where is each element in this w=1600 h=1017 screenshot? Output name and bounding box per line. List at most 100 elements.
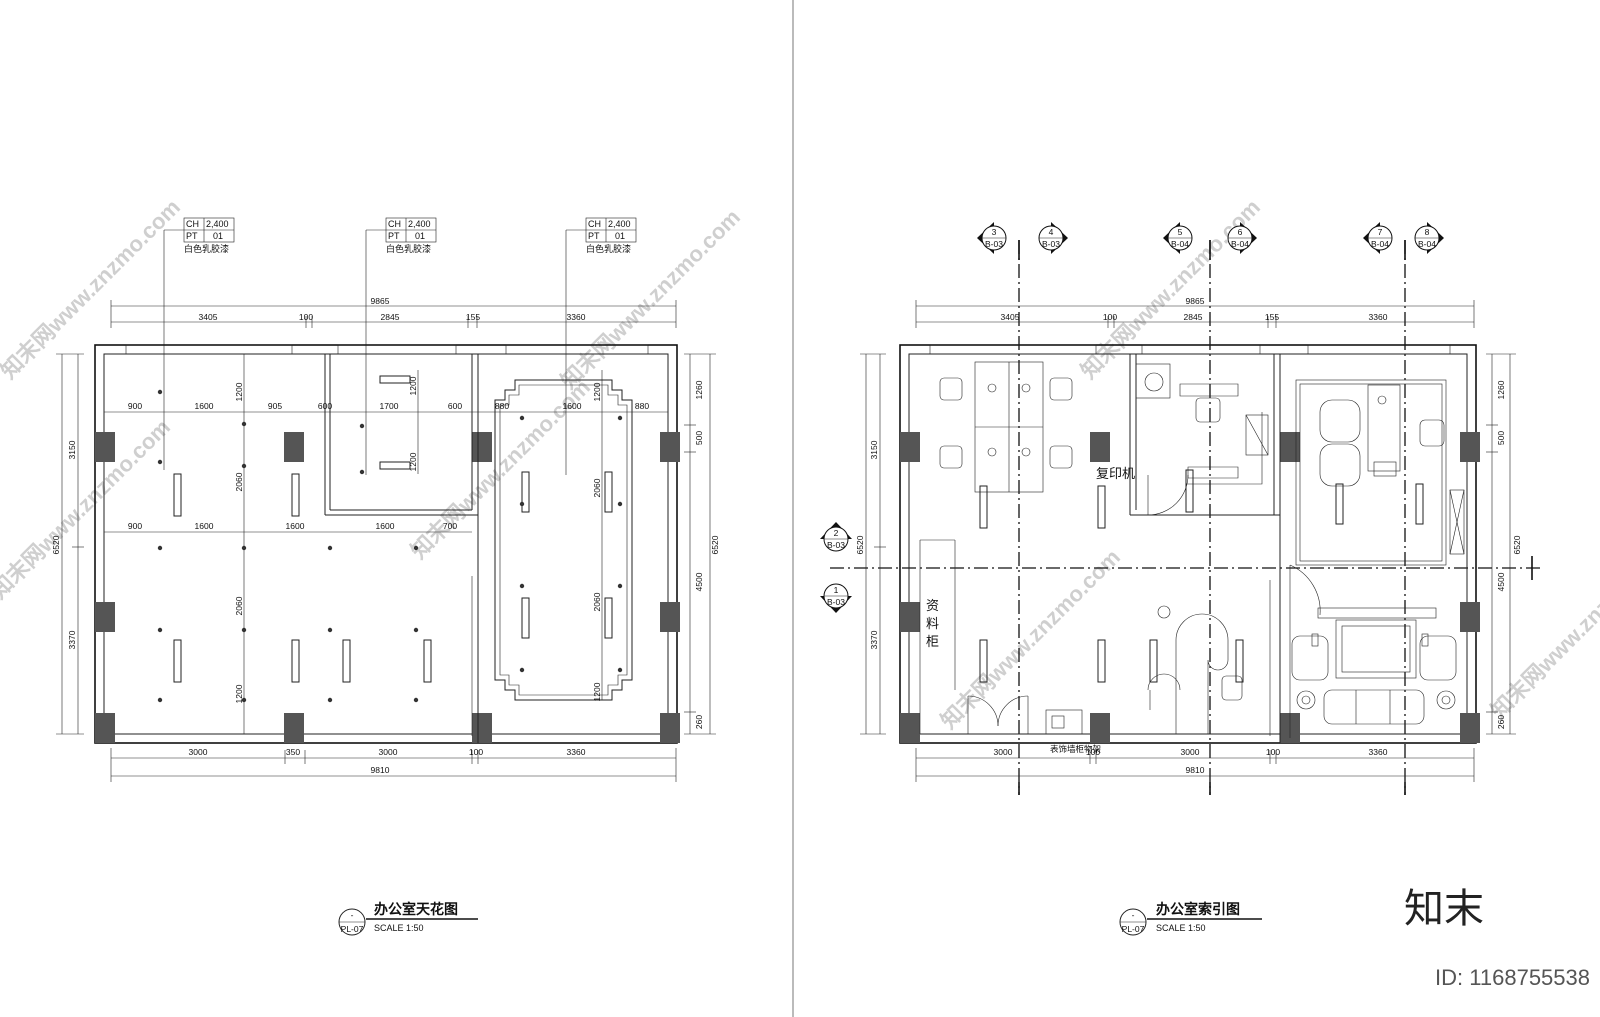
tag-ch-value: 2,400	[206, 219, 229, 229]
top-dimensions: 9865 3405 100 2845 155 3360	[915, 296, 1475, 328]
dim-top-total: 9865	[371, 296, 390, 306]
dim-right: 260	[694, 715, 704, 729]
dim-inner: 900	[128, 401, 142, 411]
cabinet-label: 料	[926, 616, 939, 631]
elevation-marker: 4 B-03	[1038, 222, 1068, 254]
marker-num: 2	[834, 528, 839, 538]
sheet-tag-bottom: PL-07	[1122, 924, 1145, 934]
dim-inner: 1600	[195, 401, 214, 411]
sofa-set	[1291, 607, 1457, 725]
dim-bottom: 3000	[994, 747, 1013, 757]
dim-right: 500	[1496, 431, 1506, 445]
drawing-title: 办公室索引图	[1156, 901, 1240, 917]
dim-inner-v: 1200	[592, 682, 602, 701]
dim-right: 260	[1496, 715, 1506, 729]
tag-finish: 白色乳胶漆	[586, 243, 631, 254]
cabinet-label: 柜	[926, 634, 939, 649]
elevation-marker: 6 B-04	[1227, 222, 1257, 254]
dim-bottom: 3000	[379, 747, 398, 757]
marker-sheet: B-03	[827, 540, 845, 550]
tag-finish: 白色乳胶漆	[184, 243, 229, 254]
bottom-dimensions: 3000 350 3000 100 3360 9810	[110, 747, 677, 782]
dim-bottom-total: 9810	[371, 765, 390, 775]
tag-pt-value: 01	[615, 231, 625, 241]
inner-dims-row2: 900 1600 1600 1600 700	[104, 521, 472, 533]
ceiling-panel	[494, 379, 633, 701]
dim-left-total: 6520	[51, 535, 61, 554]
inner-wall	[103, 353, 669, 735]
watermark-text: 知末网www.znzmo.com	[1076, 194, 1265, 383]
partial-label: 表饰墙柜物架	[1050, 744, 1102, 754]
right-dimensions: 1260 500 4500 260 6520	[1486, 353, 1522, 735]
elevation-marker: 1 B-03	[820, 583, 852, 613]
ceiling-plan: CH 2,400 PT 01 白色乳胶漆 CH 2,400 PT 01 白色乳胶…	[51, 217, 720, 936]
reception-area	[967, 605, 1243, 735]
dim-bottom: 100	[1266, 747, 1280, 757]
left-dimensions: 3150 3370 6520	[855, 353, 886, 735]
dim-right: 4500	[1496, 572, 1506, 591]
bottom-dimensions: 3000 100 3000 100 3360 9810	[915, 747, 1475, 782]
dim-bottom: 100	[469, 747, 483, 757]
tag-ch-label: CH	[388, 219, 401, 229]
dim-top: 155	[466, 312, 480, 322]
dim-inner-v: 2060	[592, 592, 602, 611]
cabinet-label: 资	[926, 598, 939, 613]
left-dimensions: 3150 3370 6520	[51, 353, 84, 735]
dim-inner-v: 2060	[234, 472, 244, 491]
window	[337, 344, 457, 355]
dim-inner-v: 1200	[234, 382, 244, 401]
dim-inner-v: 1200	[408, 376, 418, 395]
dim-left: 3150	[869, 440, 879, 459]
marker-sheet: B-03	[827, 597, 845, 607]
dim-bottom: 100	[1086, 747, 1100, 757]
marker-sheet: B-03	[985, 239, 1003, 249]
dim-right: 500	[694, 431, 704, 445]
dim-top: 2845	[381, 312, 400, 322]
elevation-marker: 7 B-04	[1363, 222, 1393, 254]
copier-room	[1135, 363, 1269, 516]
tag-pt-value: 01	[213, 231, 223, 241]
image-id: ID: 1168755538	[1435, 965, 1590, 990]
elevation-marker: 3 B-03	[977, 222, 1007, 254]
brand-logo-text: 知末	[1404, 887, 1484, 931]
dim-inner: 880	[635, 401, 649, 411]
elevation-marker: 5 B-04	[1163, 222, 1193, 254]
columns	[95, 432, 680, 743]
sheet-tag-top: -	[1132, 910, 1135, 920]
workstations	[939, 361, 1073, 493]
right-dimensions: 1260 500 4500 260 6520	[684, 353, 720, 735]
dim-left: 3370	[67, 630, 77, 649]
watermark-text: 知末网www.znzmo.com	[936, 544, 1125, 733]
inner-dims-vertical: 1200 2060 2060 1200 1200 1200 1200 2060 …	[234, 376, 602, 703]
manager-office	[1289, 379, 1465, 738]
dim-inner: 905	[268, 401, 282, 411]
marker-num: 4	[1049, 227, 1054, 237]
dim-top: 2845	[1184, 312, 1203, 322]
dim-top: 3405	[199, 312, 218, 322]
dim-bottom-total: 9810	[1186, 765, 1205, 775]
dim-bottom: 350	[286, 747, 300, 757]
dim-inner-v: 1200	[234, 684, 244, 703]
dim-inner-v: 1200	[592, 382, 602, 401]
window	[1307, 344, 1451, 355]
marker-num: 7	[1378, 227, 1383, 237]
marker-sheet: B-04	[1231, 239, 1249, 249]
inner-dims-row1: 900 1600 905 600 1700 600 880 1600 880	[104, 401, 668, 413]
dim-right: 4500	[694, 572, 704, 591]
elevation-marker: 2 B-03	[820, 522, 852, 552]
watermark-text: 知末网www.znzmo.com	[556, 204, 745, 393]
dim-top: 155	[1265, 312, 1279, 322]
ceiling-tag: CH 2,400 PT 01 白色乳胶漆	[365, 217, 437, 475]
tag-pt-label: PT	[588, 231, 600, 241]
dim-inner: 1700	[380, 401, 399, 411]
tag-ch-value: 2,400	[608, 219, 631, 229]
dim-bottom: 3000	[1181, 747, 1200, 757]
marker-num: 8	[1425, 227, 1430, 237]
marker-num: 5	[1178, 227, 1183, 237]
light-fixtures	[979, 469, 1424, 683]
watermark-text: 知末网www.znzmo.com	[0, 414, 175, 603]
dim-inner-v: 2060	[234, 596, 244, 615]
window	[1141, 344, 1261, 355]
dim-inner: 1600	[286, 521, 305, 531]
